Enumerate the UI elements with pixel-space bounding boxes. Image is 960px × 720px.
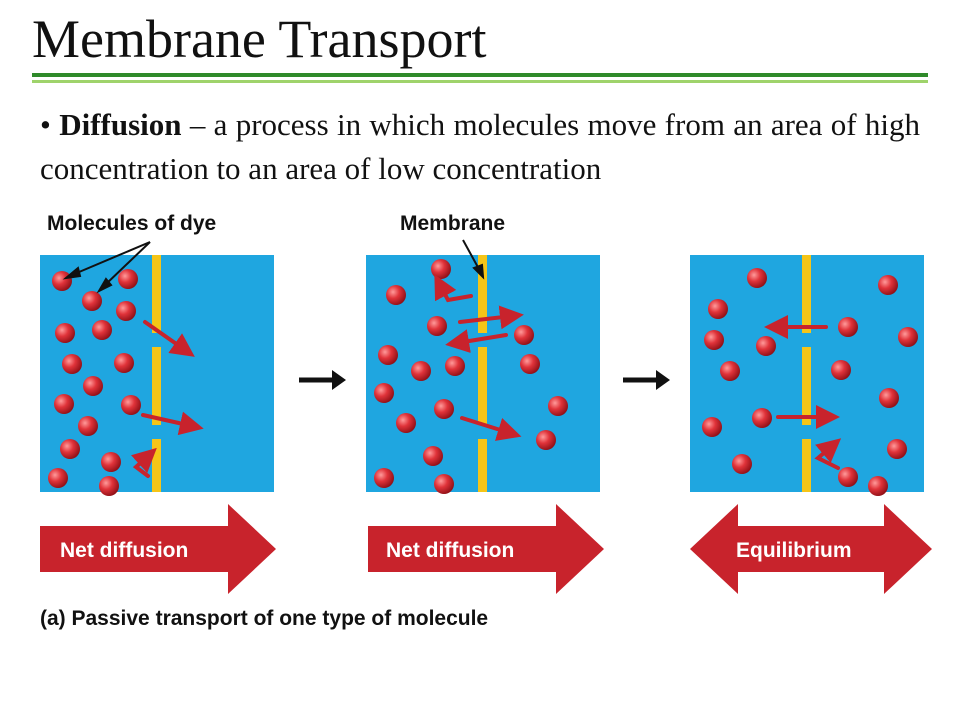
equilibrium-arrow xyxy=(690,504,932,594)
arrow-label-1: Net diffusion xyxy=(60,539,188,562)
label-molecules-of-dye: Molecules of dye xyxy=(47,212,217,235)
movement-arrows-panel-1 xyxy=(131,320,204,478)
movement-arrows-panel-2 xyxy=(434,274,524,441)
movement-arrows-panel-3 xyxy=(764,315,842,470)
arrow-label-2: Net diffusion xyxy=(386,539,514,562)
arrow-label-3: Equilibrium xyxy=(736,539,852,562)
bullet-term: Diffusion xyxy=(59,107,182,142)
slide-title: Membrane Transport xyxy=(32,9,487,69)
membrane-panel-1 xyxy=(152,255,161,492)
title-rule xyxy=(32,73,928,77)
label-membrane: Membrane xyxy=(400,212,506,235)
bullet-marker: • xyxy=(40,107,51,142)
net-diffusion-arrow-1 xyxy=(40,504,276,594)
molecules-panel-3 xyxy=(702,268,918,496)
title-rule-light xyxy=(32,80,928,83)
bullet-definition: – a process in which molecules move from… xyxy=(40,107,921,186)
bullet-diffusion: • Diffusion – a process in which molecul… xyxy=(40,103,920,191)
figure-caption: (a) Passive transport of one type of mol… xyxy=(40,607,489,630)
membrane-panel-3 xyxy=(802,255,811,492)
molecules-panel-1 xyxy=(48,269,141,496)
label-pointers xyxy=(62,239,485,294)
molecules-panel-2 xyxy=(374,259,568,494)
membrane-panel-2 xyxy=(478,255,487,492)
step-arrow-2 xyxy=(623,370,670,390)
net-diffusion-arrow-2 xyxy=(368,504,604,594)
step-arrow-1 xyxy=(299,370,346,390)
